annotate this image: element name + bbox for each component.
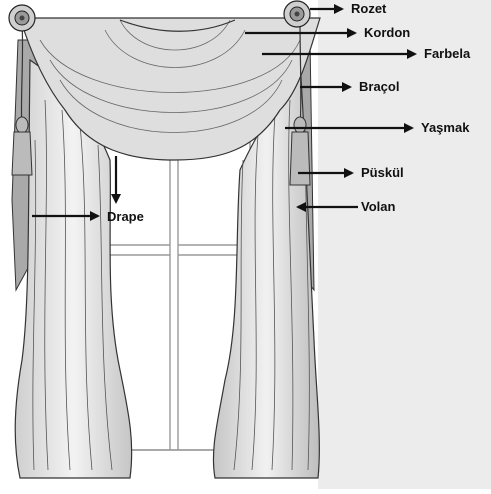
label-rozet: Rozet xyxy=(351,2,386,16)
label-volan: Volan xyxy=(361,200,395,214)
label-yasmak: Yaşmak xyxy=(421,121,469,135)
right-rosette xyxy=(284,1,310,27)
label-bracol: Braçol xyxy=(359,80,399,94)
label-drape: Drape xyxy=(107,210,144,224)
label-puskul: Püskül xyxy=(361,166,404,180)
left-rosette xyxy=(9,5,35,31)
label-farbela: Farbela xyxy=(424,47,470,61)
label-kordon: Kordon xyxy=(364,26,410,40)
background-shade xyxy=(318,0,491,489)
